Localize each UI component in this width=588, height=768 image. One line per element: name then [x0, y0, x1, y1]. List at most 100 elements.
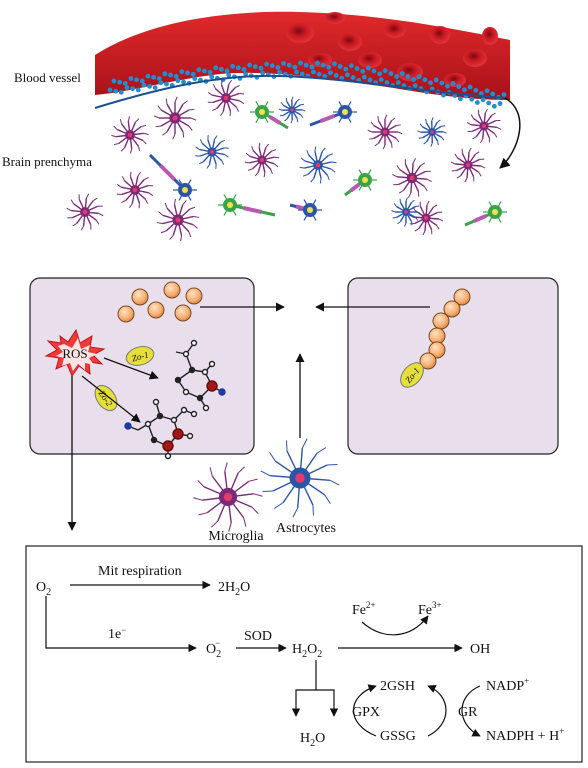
plasma-dot [260, 70, 266, 76]
plasma-dot [378, 77, 384, 83]
plasma-dot [484, 88, 490, 94]
plasma-dot [450, 81, 456, 86]
plasma-dot [207, 70, 213, 75]
neuron-cell [289, 199, 322, 221]
plasma-dot [309, 64, 315, 70]
plasma-dot [360, 68, 366, 74]
plasma-dot [395, 80, 401, 85]
plasma-dot [226, 72, 232, 78]
one-electron-arrow [45, 596, 197, 653]
plasma-dot [269, 63, 275, 69]
plasma-dot [241, 67, 247, 72]
neuron-cell [218, 194, 276, 217]
gssg-label: GSSG [380, 729, 416, 744]
plasma-dot [399, 71, 405, 76]
plasma-dot [175, 78, 181, 84]
plasma-dot [343, 66, 349, 72]
plasma-dot [365, 65, 371, 71]
plasma-dot [311, 69, 316, 75]
bead-chain [419, 288, 471, 370]
plasma-dot [107, 87, 113, 93]
plasma-dot [456, 84, 462, 90]
plasma-dot [377, 71, 383, 77]
plasma-dot [411, 77, 416, 82]
microglia-cell [466, 108, 502, 144]
plasma-dot [230, 63, 236, 69]
gpx-cycle-arrow [352, 684, 377, 737]
plasma-dot [141, 82, 147, 88]
superoxide-label: O2− [206, 638, 221, 660]
plasma-dot [490, 91, 496, 97]
plasma-dot [428, 80, 433, 86]
plasma-dot [128, 76, 134, 81]
plasma-dot [164, 81, 169, 87]
left-panel [29, 277, 255, 455]
h2o2-label: H2O2 [292, 642, 322, 660]
plasma-dot [344, 72, 350, 78]
microglia-cell [207, 79, 245, 117]
plasma-dot [168, 72, 173, 78]
plasma-dot [275, 65, 281, 70]
plasma-dot [474, 100, 480, 105]
plasma-dot [445, 83, 450, 89]
gsh-label: 2GSH [380, 679, 415, 694]
astrocyte-cell [417, 117, 447, 147]
plasma-dot [162, 71, 168, 77]
microglia-cell [392, 158, 432, 198]
astrocytes-label: Astrocytes [276, 521, 336, 536]
microglia-cell [156, 198, 200, 242]
plasma-dot [158, 80, 164, 86]
ros-to-molecule1-arrow [103, 357, 159, 380]
plasma-dot [322, 73, 328, 79]
plasma-dot [433, 77, 439, 83]
brain-parenchyma-label: Brain prenchyma [2, 154, 92, 169]
nadp-label: NADP+ [486, 676, 529, 694]
microglia-cell [111, 116, 149, 154]
nadph-label: NADPH + H+ [486, 726, 564, 744]
o2-label: O2 [36, 580, 51, 598]
plasma-dot [326, 64, 332, 70]
ros-burst: ROS [44, 328, 106, 378]
blood-vessel [94, 11, 521, 169]
microglia-illustration [193, 462, 263, 532]
plasma-dot [299, 71, 305, 77]
plasma-dot [337, 64, 343, 69]
microglia-cell [116, 171, 154, 209]
microglia-cell [153, 96, 197, 140]
mit-respiration-label: Mit respiration [98, 564, 182, 579]
water-product-label: 2H2O [218, 580, 250, 598]
plasma-dot [134, 77, 140, 83]
plasma-dot [286, 62, 292, 68]
plasma-dot [361, 74, 367, 80]
plasma-dot [209, 74, 215, 80]
right-panel [347, 277, 559, 455]
plasma-dot [258, 65, 264, 71]
plasma-dot [422, 77, 428, 83]
plasma-dot [412, 83, 418, 89]
blood-vessel-label: Blood vessel [14, 70, 81, 85]
plasma-dot [190, 71, 196, 77]
plasma-dot [152, 85, 158, 90]
plasma-dot [224, 68, 230, 74]
water-label: H2O [300, 731, 325, 749]
reaction-box [25, 545, 583, 763]
zo2-badge: Zo-2 [94, 384, 118, 412]
plasma-dot [135, 87, 141, 93]
plasma-dot [491, 103, 497, 109]
plasma-dot [350, 75, 356, 80]
plasma-dot [185, 70, 190, 76]
plasma-dot [501, 92, 507, 97]
gr-label: GR [458, 705, 478, 720]
microglia-cell [367, 114, 403, 150]
plasma-dot [348, 63, 354, 69]
plasma-dot [458, 96, 463, 102]
neuron-cell [148, 153, 197, 201]
plasma-dot [173, 73, 179, 79]
sod-label: SOD [244, 629, 272, 644]
glia-illustration [193, 438, 340, 532]
plasma-dot [139, 78, 145, 84]
zo1-chain-badge: Zo-1 [400, 362, 424, 388]
neuron-cell [250, 101, 289, 130]
plasma-dot [298, 60, 303, 66]
